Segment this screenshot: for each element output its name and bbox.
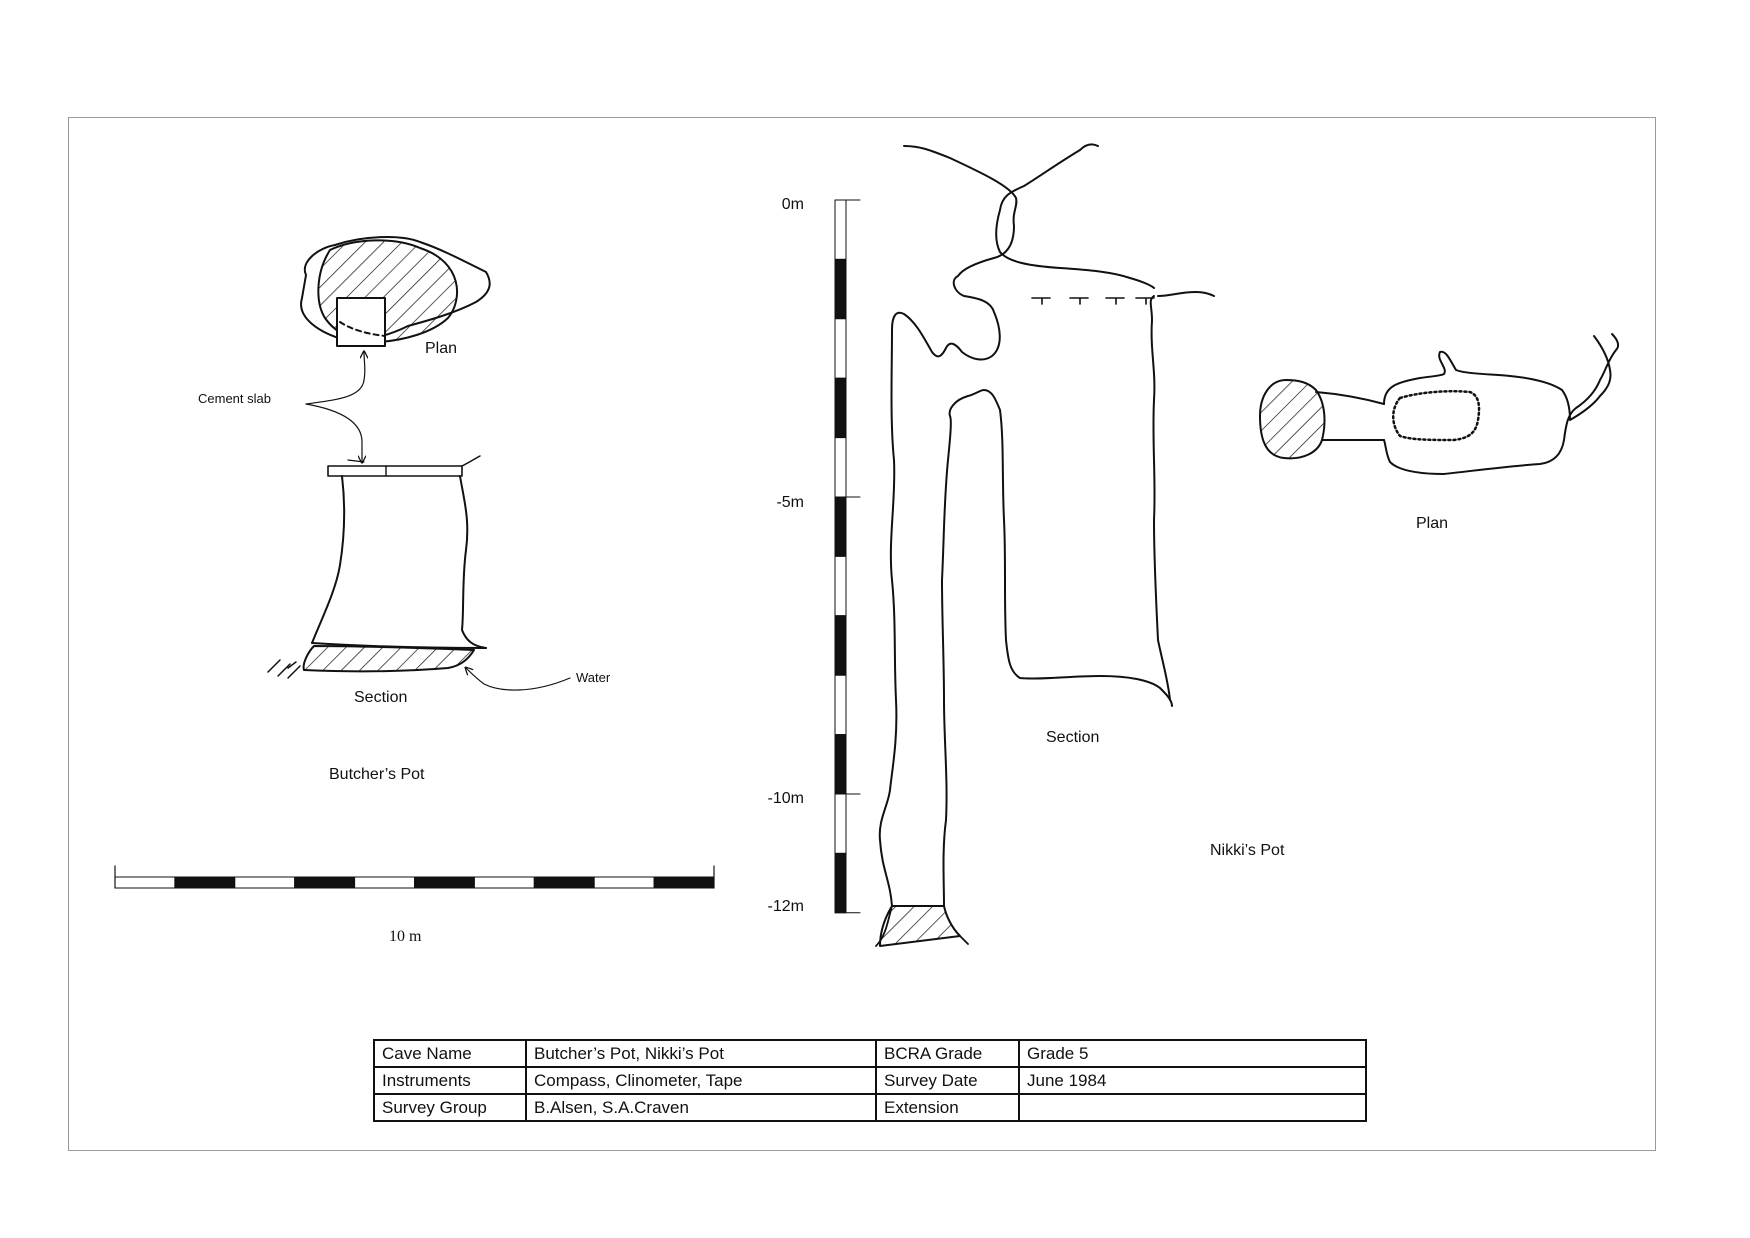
depth-scale-segment (834, 437, 847, 498)
depth-label-12m: -12m (767, 898, 804, 915)
depth-label-5m: -5m (776, 494, 804, 511)
nikkis-section-entrance-left (878, 145, 1018, 907)
horizontal-scale-segment (114, 876, 176, 889)
bcra-grade-value: Grade 5 (1018, 1039, 1367, 1068)
nikkis-section-inner-wall (941, 389, 1173, 907)
depth-scale-segment (834, 793, 847, 854)
butchers-plan-slab-dashed-edge (339, 321, 386, 337)
depth-scale-segment (834, 615, 847, 676)
depth-scale-bar (834, 199, 861, 914)
butchers-section-water (302, 645, 475, 673)
horizontal-scale-segment (593, 876, 655, 889)
cement-slab-label: Cement slab (198, 391, 271, 406)
horizontal-scale-label: 10 m (389, 928, 422, 945)
nikkis-section-floor-hatch (879, 905, 961, 947)
survey-frame (68, 117, 1656, 1151)
survey-info-table: Cave Name Butcher’s Pot, Nikki’s Pot BCR… (373, 1039, 1367, 1122)
horizontal-scale-segment (533, 876, 595, 889)
depth-scale-segment (834, 496, 847, 557)
depth-label-10m: -10m (767, 790, 804, 807)
nikkis-section-dashed-ledge (1031, 297, 1155, 305)
nikkis-plan-drawing (1259, 333, 1620, 475)
nikkis-plan-main-chamber (1383, 333, 1620, 475)
horizontal-scale-bar (114, 865, 715, 889)
instruments-key: Instruments (373, 1066, 527, 1095)
depth-scale-segment (834, 258, 847, 320)
depth-scale-segment (834, 555, 847, 617)
nikkis-plan-inner-pool (1392, 390, 1481, 442)
horizontal-scale-segment (354, 876, 416, 889)
table-row: Instruments Compass, Clinometer, Tape Su… (373, 1066, 1367, 1095)
depth-scale-segment (834, 674, 847, 736)
survey-date-value: June 1984 (1018, 1066, 1367, 1095)
nikkis-plan-passage (1315, 391, 1385, 441)
butchers-section-slab (327, 465, 463, 477)
survey-group-value: B.Alsen, S.A.Craven (525, 1093, 877, 1122)
horizontal-scale-segment (234, 876, 296, 889)
horizontal-scale-segment (294, 876, 356, 889)
water-leader (466, 668, 571, 691)
horizontal-scale-segment (414, 876, 475, 889)
bcra-grade-key: BCRA Grade (875, 1039, 1020, 1068)
nikkis-plan-label: Plan (1416, 515, 1449, 532)
depth-label-0m: 0m (781, 196, 804, 213)
depth-scale-segment (834, 318, 847, 379)
butchers-section-right-wall (459, 475, 487, 649)
horizontal-scale-segment (174, 876, 236, 889)
depth-scale-segment (834, 734, 847, 795)
cement-slab-leader-up (305, 352, 365, 405)
water-label: Water (576, 670, 611, 685)
nikkis-plan-hatched-chamber (1259, 379, 1326, 460)
nikkis-section-drawing (875, 143, 1215, 947)
butchers-plan-drawing (300, 236, 491, 347)
nikkis-section-right-wall (1149, 291, 1215, 701)
butchers-plan-slab (336, 297, 386, 347)
nikkis-section-entrance-right (995, 143, 1155, 289)
nikkis-section-label: Section (1046, 729, 1100, 746)
depth-scale-segment (834, 377, 847, 439)
nikkis-pot-title: Nikki’s Pot (1210, 842, 1285, 859)
extension-value (1018, 1093, 1367, 1122)
survey-date-key: Survey Date (875, 1066, 1020, 1095)
depth-scale-segment (834, 199, 847, 260)
instruments-value: Compass, Clinometer, Tape (525, 1066, 877, 1095)
butchers-plan-label: Plan (425, 340, 458, 357)
horizontal-scale-segment (653, 876, 715, 889)
butchers-section-label: Section (354, 689, 408, 706)
cave-name-value: Butcher’s Pot, Nikki’s Pot (525, 1039, 877, 1068)
table-row: Survey Group B.Alsen, S.A.Craven Extensi… (373, 1093, 1367, 1122)
butchers-section-left-wall (311, 475, 346, 644)
table-row: Cave Name Butcher’s Pot, Nikki’s Pot BCR… (373, 1039, 1367, 1068)
butchers-section-drawing (267, 455, 487, 679)
survey-group-key: Survey Group (373, 1093, 527, 1122)
extension-key: Extension (875, 1093, 1020, 1122)
horizontal-scale-segment (473, 876, 535, 889)
cement-slab-leader-down (305, 403, 362, 462)
depth-scale-segment (834, 852, 847, 914)
cave-name-key: Cave Name (373, 1039, 527, 1068)
butchers-pot-title: Butcher’s Pot (329, 766, 425, 783)
